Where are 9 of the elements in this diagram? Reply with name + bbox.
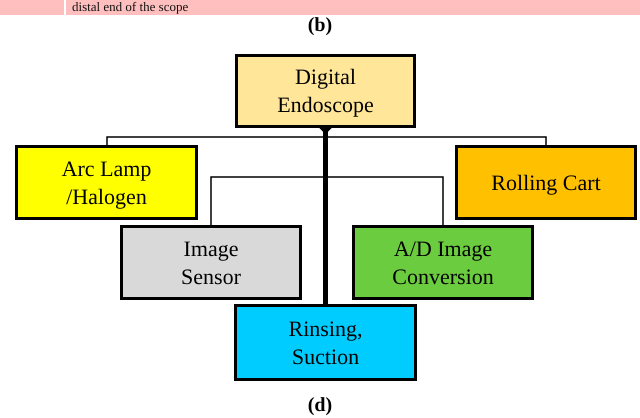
component-box: A/D Image Conversion xyxy=(352,225,534,300)
component-box: Rolling Cart xyxy=(455,145,637,220)
table-text: distal end of the scope xyxy=(72,0,188,14)
component-box: Arc Lamp /Halogen xyxy=(15,145,198,220)
panel-label: (b) xyxy=(308,14,332,36)
component-box: Image Sensor xyxy=(120,225,302,300)
component-box: Digital Endoscope xyxy=(235,54,416,128)
panel-label: (d) xyxy=(308,394,332,416)
component-box: Rinsing, Suction xyxy=(234,304,417,381)
